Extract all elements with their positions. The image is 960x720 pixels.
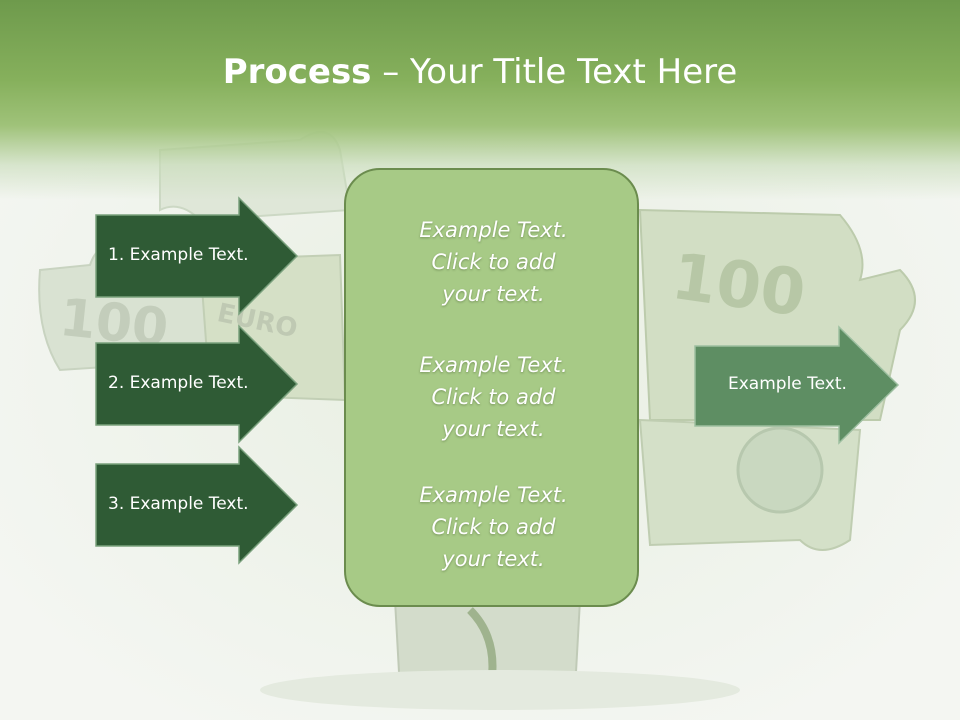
center-line: Example Text. [419,353,568,377]
center-line: your text. [442,547,545,571]
arrow-shape [694,325,900,445]
arrow-shape [95,196,299,316]
center-text-block-1: Example Text. Click to add your text. [346,214,641,310]
center-line: Example Text. [419,483,568,507]
arrow-result[interactable]: Example Text. [694,325,900,445]
center-text-box[interactable]: Example Text. Click to add your text. Ex… [344,168,639,607]
arrow-shape [95,324,299,444]
title-bold: Process [222,52,372,92]
arrow-label: Example Text. [728,374,847,394]
center-line: Click to add [431,515,556,539]
arrow-step-3[interactable]: 3. Example Text. [95,445,299,565]
title-rest: – Your Title Text Here [371,52,738,92]
center-line: Click to add [431,250,556,274]
arrow-step-2[interactable]: 2. Example Text. [95,324,299,444]
center-text-block-2: Example Text. Click to add your text. [346,349,641,445]
arrow-label: 3. Example Text. [108,494,249,514]
center-line: your text. [442,282,545,306]
center-line: Click to add [431,385,556,409]
center-text-block-3: Example Text. Click to add your text. [346,479,641,575]
center-line: your text. [442,417,545,441]
arrow-step-1[interactable]: 1. Example Text. [95,196,299,316]
center-line: Example Text. [419,218,568,242]
header-band [0,0,960,200]
arrow-label: 1. Example Text. [108,245,249,265]
svg-text:100: 100 [667,240,810,332]
slide-title[interactable]: Process – Your Title Text Here [0,52,960,92]
arrow-shape [95,445,299,565]
arrow-label: 2. Example Text. [108,373,249,393]
